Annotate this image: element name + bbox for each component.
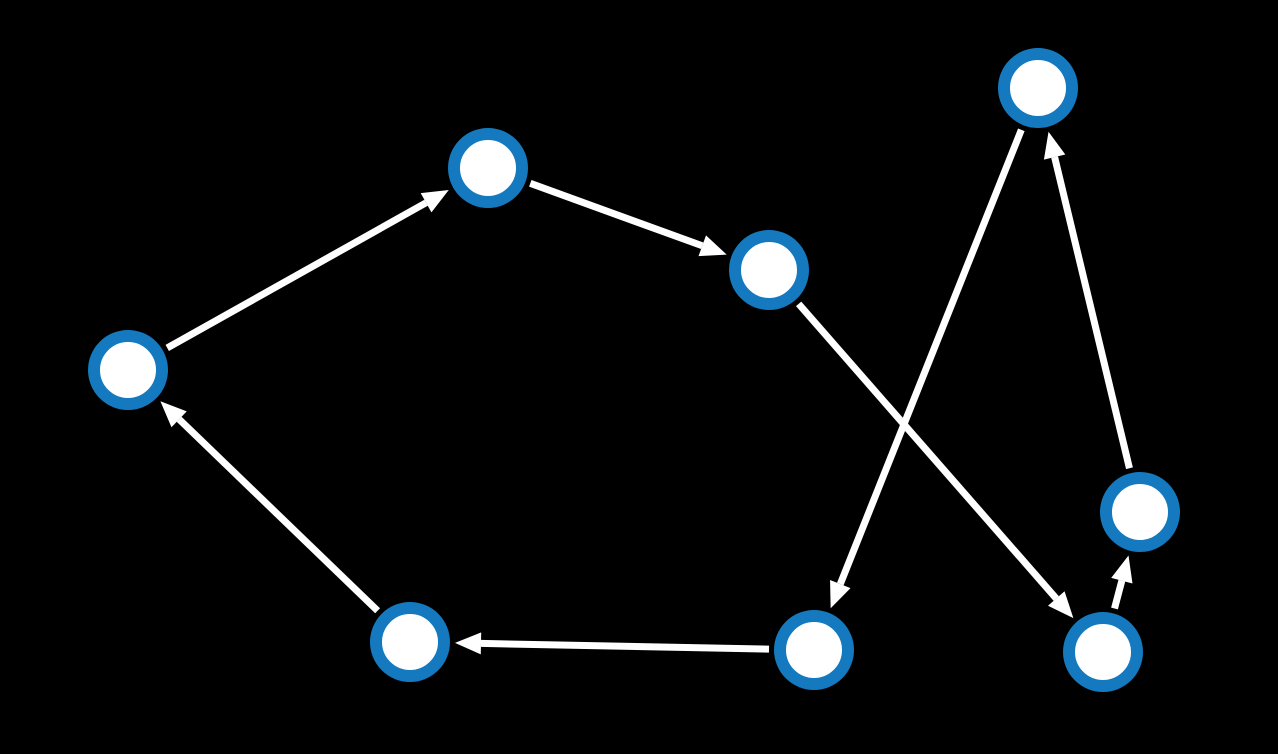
- node-circle: [729, 230, 809, 310]
- graph-edge[interactable]: [454, 632, 770, 655]
- node-layer: [88, 48, 1180, 692]
- edge-arrowhead-icon: [454, 632, 482, 655]
- graph-node[interactable]: [729, 230, 809, 310]
- node-circle: [448, 128, 528, 208]
- node-circle: [1100, 472, 1180, 552]
- edge-line: [529, 180, 704, 250]
- graph-node[interactable]: [88, 330, 168, 410]
- graph-node[interactable]: [1063, 612, 1143, 692]
- edge-line: [795, 301, 1059, 601]
- edge-line: [837, 128, 1025, 586]
- node-circle: [1063, 612, 1143, 692]
- node-circle: [370, 602, 450, 682]
- graph-edge[interactable]: [795, 301, 1074, 619]
- graph-node[interactable]: [448, 128, 528, 208]
- edge-line: [176, 416, 381, 614]
- edge-line: [1051, 156, 1133, 470]
- graph-edge[interactable]: [830, 128, 1025, 609]
- edge-arrowhead-icon: [160, 401, 187, 428]
- graph-node[interactable]: [774, 610, 854, 690]
- edge-arrowhead-icon: [420, 190, 449, 213]
- edge-arrowhead-icon: [1043, 131, 1066, 160]
- edge-arrowhead-icon: [698, 235, 727, 257]
- node-circle: [774, 610, 854, 690]
- edge-arrowhead-icon: [1111, 555, 1133, 584]
- edge-arrowhead-icon: [830, 579, 851, 609]
- node-circle: [88, 330, 168, 410]
- graph-edge[interactable]: [1111, 555, 1133, 610]
- edge-line: [165, 199, 428, 352]
- edge-layer: [160, 128, 1133, 655]
- graph-edge[interactable]: [165, 190, 449, 352]
- edge-line: [1111, 579, 1126, 610]
- node-circle: [998, 48, 1078, 128]
- graph-edge[interactable]: [529, 180, 727, 257]
- edge-line: [480, 639, 770, 653]
- graph-edge[interactable]: [160, 401, 381, 614]
- graph-node[interactable]: [370, 602, 450, 682]
- edge-arrowhead-icon: [1047, 591, 1074, 619]
- graph-node[interactable]: [1100, 472, 1180, 552]
- graph-node[interactable]: [998, 48, 1078, 128]
- graph-edge[interactable]: [1043, 131, 1133, 470]
